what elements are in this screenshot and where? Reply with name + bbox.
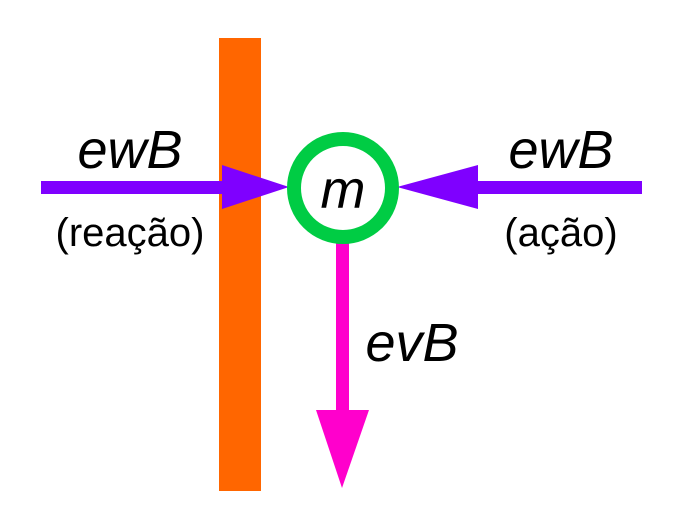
left-force-arrow xyxy=(41,165,289,209)
left-force-caption: (reação) xyxy=(56,211,205,255)
left-force-label: ewB xyxy=(77,120,182,180)
particle-label: m xyxy=(321,160,366,220)
right-force-caption: (ação) xyxy=(504,211,617,255)
down-force-arrow xyxy=(316,243,369,488)
right-force-label: ewB xyxy=(508,120,613,180)
wall-bar xyxy=(219,38,261,491)
left-force-shaft xyxy=(41,181,239,194)
right-force-arrow xyxy=(397,165,642,209)
left-force-arrowhead xyxy=(222,165,289,209)
down-force-arrowhead xyxy=(316,410,369,488)
particle-ring xyxy=(287,132,399,244)
down-force-shaft xyxy=(336,243,349,415)
right-force-shaft xyxy=(460,181,642,194)
right-force-arrowhead xyxy=(397,165,478,209)
down-force-label: evB xyxy=(365,313,458,373)
